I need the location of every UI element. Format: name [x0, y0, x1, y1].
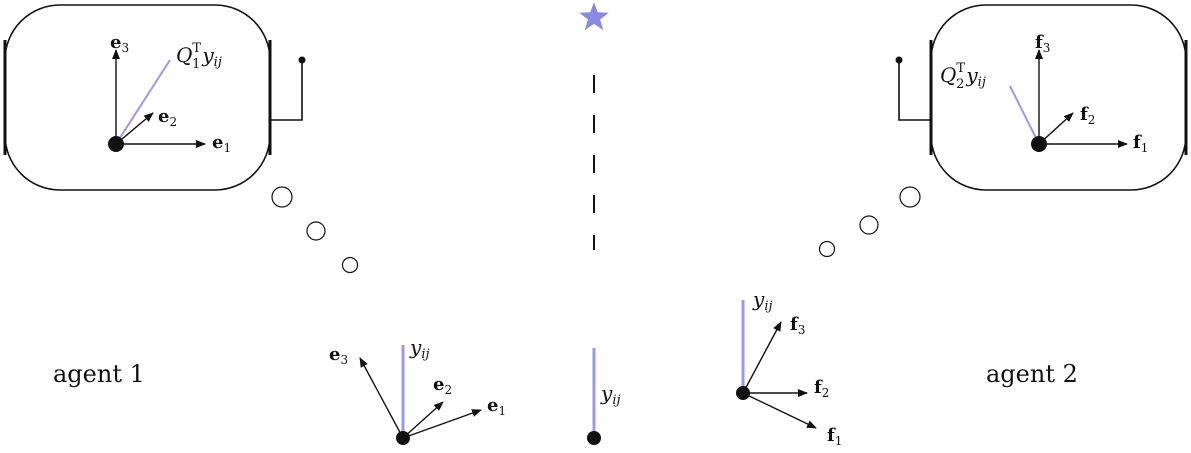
agent2-world-f3-label: f3 — [790, 314, 805, 337]
center-origin — [587, 431, 601, 445]
agent2-world-f2-label: f2 — [814, 377, 829, 400]
agent1-world-e3-axis — [359, 357, 404, 439]
agent2-world-f1-axis — [742, 392, 817, 429]
agent2-world-origin — [736, 386, 750, 400]
agent1-measurement-label: yij — [409, 335, 430, 362]
agent1-bubble-medium — [306, 221, 326, 241]
agent1-bubble-large — [271, 186, 293, 208]
agent1-robot-body — [4, 4, 271, 191]
agent1-camera — [298, 56, 306, 64]
agent1-e2-axis — [115, 112, 154, 145]
agent1-world-e2-label: e2 — [433, 374, 452, 397]
agent1-world-e1-axis — [402, 409, 482, 439]
star-icon — [579, 2, 609, 31]
agent1-thought-bubbles — [271, 186, 359, 274]
agent2-f3-label: f3 — [1035, 32, 1050, 55]
agent2-thought-bubbles — [818, 186, 921, 258]
agent2-world-f3-axis — [742, 321, 782, 394]
agent2-measurement-label: yij — [752, 287, 773, 314]
center-measurement-label: yij — [600, 381, 621, 408]
agent2-f2-label: f2 — [1080, 104, 1095, 127]
center-target: yij — [579, 2, 621, 445]
agent2-f1-label: f1 — [1133, 132, 1148, 155]
agent2-world-f1-label: f1 — [827, 425, 842, 448]
agent1-name: agent 1 — [53, 360, 145, 388]
agent1-bubble-small — [341, 256, 359, 274]
agent1-camera-mast — [270, 60, 303, 121]
agent2-name: agent 2 — [986, 360, 1078, 388]
agent1-world-e2-axis — [402, 401, 444, 439]
agent2-bubble-small — [818, 240, 836, 258]
agent1-e1-label: e1 — [212, 132, 231, 155]
agent2-camera-mast — [898, 60, 931, 121]
agent1-world-e1-label: e1 — [487, 395, 506, 418]
agent2-origin — [1031, 136, 1047, 152]
agent1-world-origin — [396, 431, 410, 445]
agent2-camera — [895, 56, 903, 64]
agent1-projection-vector — [115, 59, 171, 145]
agent2-projection-vector — [1009, 85, 1040, 145]
agent1-origin — [108, 136, 124, 152]
agent2-bubble-medium — [859, 215, 879, 235]
agent1-e3-label: e3 — [110, 32, 129, 55]
agent2-robot-body — [930, 4, 1187, 191]
agent1-world-frame: e3 e2 e1 yij — [329, 335, 506, 445]
agent1-world-e3-label: e3 — [329, 344, 348, 367]
agent2-bubble-large — [899, 186, 921, 208]
agent1-e2-label: e2 — [158, 106, 177, 129]
agent2-world-frame: f3 f2 f1 yij — [736, 287, 842, 448]
